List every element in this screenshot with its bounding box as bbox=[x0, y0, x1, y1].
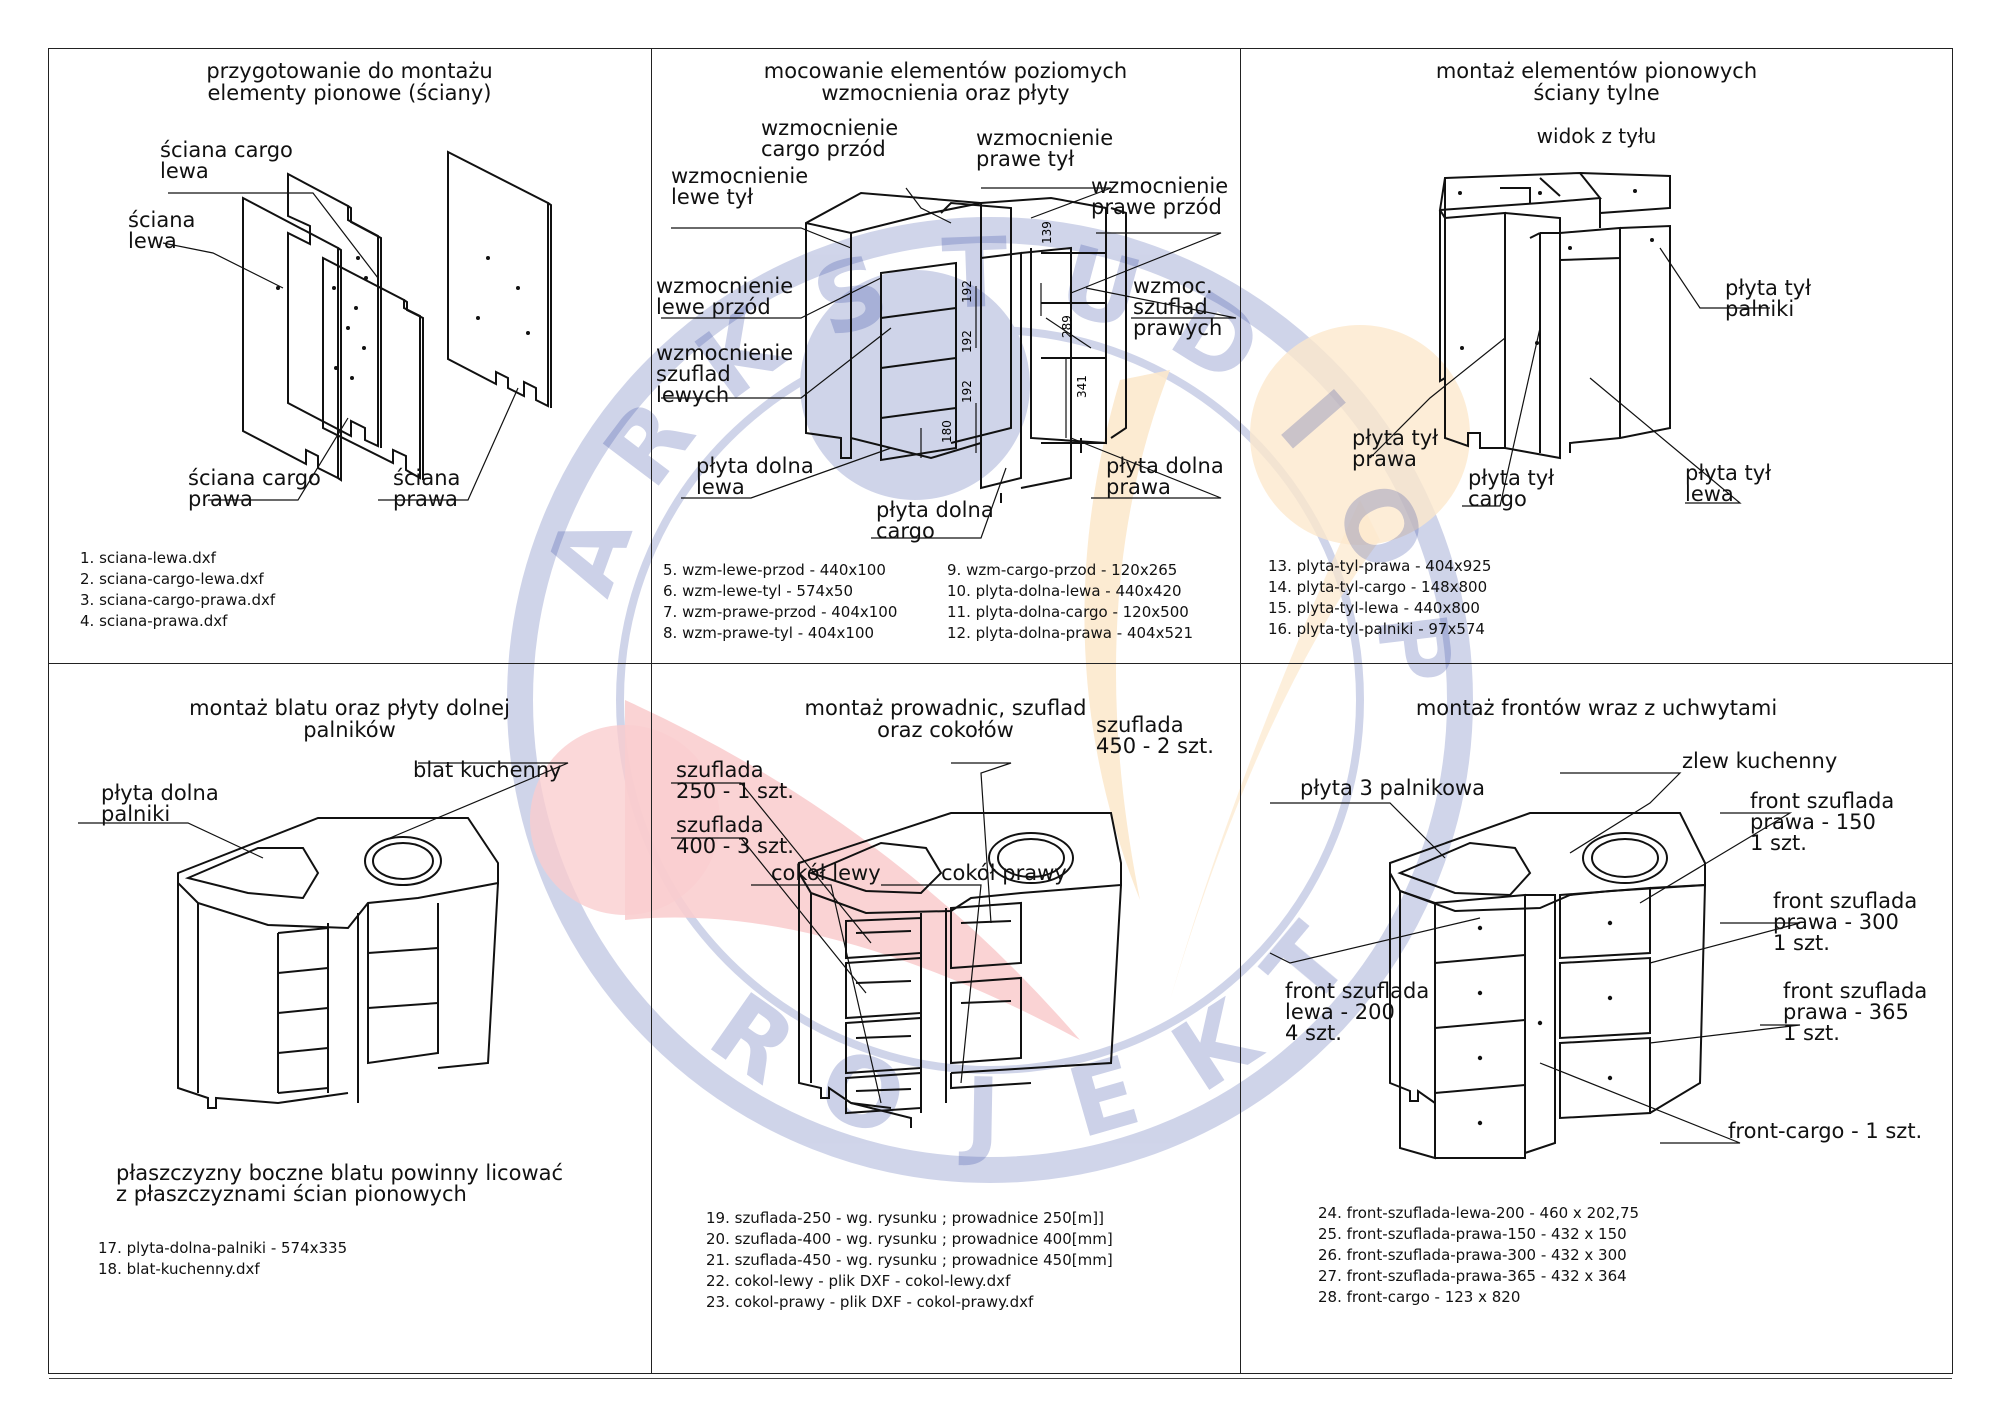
panel-fronts-handles: montaż frontów wraz z uchwytami bbox=[1240, 663, 1953, 1374]
svg-text:192: 192 bbox=[960, 330, 974, 353]
fronts-drawing bbox=[1269, 772, 1801, 1160]
panel-title: montaż frontów wraz z uchwytami bbox=[1415, 696, 1778, 720]
back-view-drawing bbox=[1369, 171, 1770, 507]
svg-text:341: 341 bbox=[1075, 375, 1089, 398]
label-cokol-prawy: cokół prawy bbox=[941, 861, 1067, 885]
svg-text:192: 192 bbox=[960, 380, 974, 403]
label-plyta-3-palnikowa: płyta 3 palnikowa bbox=[1300, 776, 1486, 800]
drawers-drawing bbox=[671, 762, 1122, 1128]
parts-list: 24. front-szuflada-lewa-200 - 460 x 202,… bbox=[1318, 1204, 1640, 1306]
label-front-cargo: front-cargo - 1 szt. bbox=[1728, 1119, 1923, 1143]
walls-drawing bbox=[162, 150, 552, 501]
sheet-frame bbox=[48, 48, 1953, 1379]
panel-subtitle: widok z tyłu bbox=[1536, 124, 1657, 148]
svg-text:180: 180 bbox=[940, 420, 954, 443]
divider bbox=[1240, 48, 1241, 1374]
divider bbox=[48, 663, 1953, 664]
label-zlew-kuchenny: zlew kuchenny bbox=[1682, 749, 1838, 773]
mounting-note: płaszczyzny boczne blatu powinny licować… bbox=[116, 1161, 564, 1206]
parts-list: 19. szuflada-250 - wg. rysunku ; prowadn… bbox=[706, 1209, 1113, 1311]
svg-text:289: 289 bbox=[1060, 315, 1074, 338]
label-blat-kuchenny: blat kuchenny bbox=[413, 758, 562, 782]
divider bbox=[651, 48, 652, 1374]
svg-text:139: 139 bbox=[1040, 221, 1054, 244]
countertop-drawing bbox=[78, 762, 569, 1109]
carcass-drawing: 139 192 192 192 180 289 341 bbox=[661, 187, 1237, 539]
label-cokol-lewy: cokół lewy bbox=[771, 861, 881, 885]
svg-text:192: 192 bbox=[960, 280, 974, 303]
